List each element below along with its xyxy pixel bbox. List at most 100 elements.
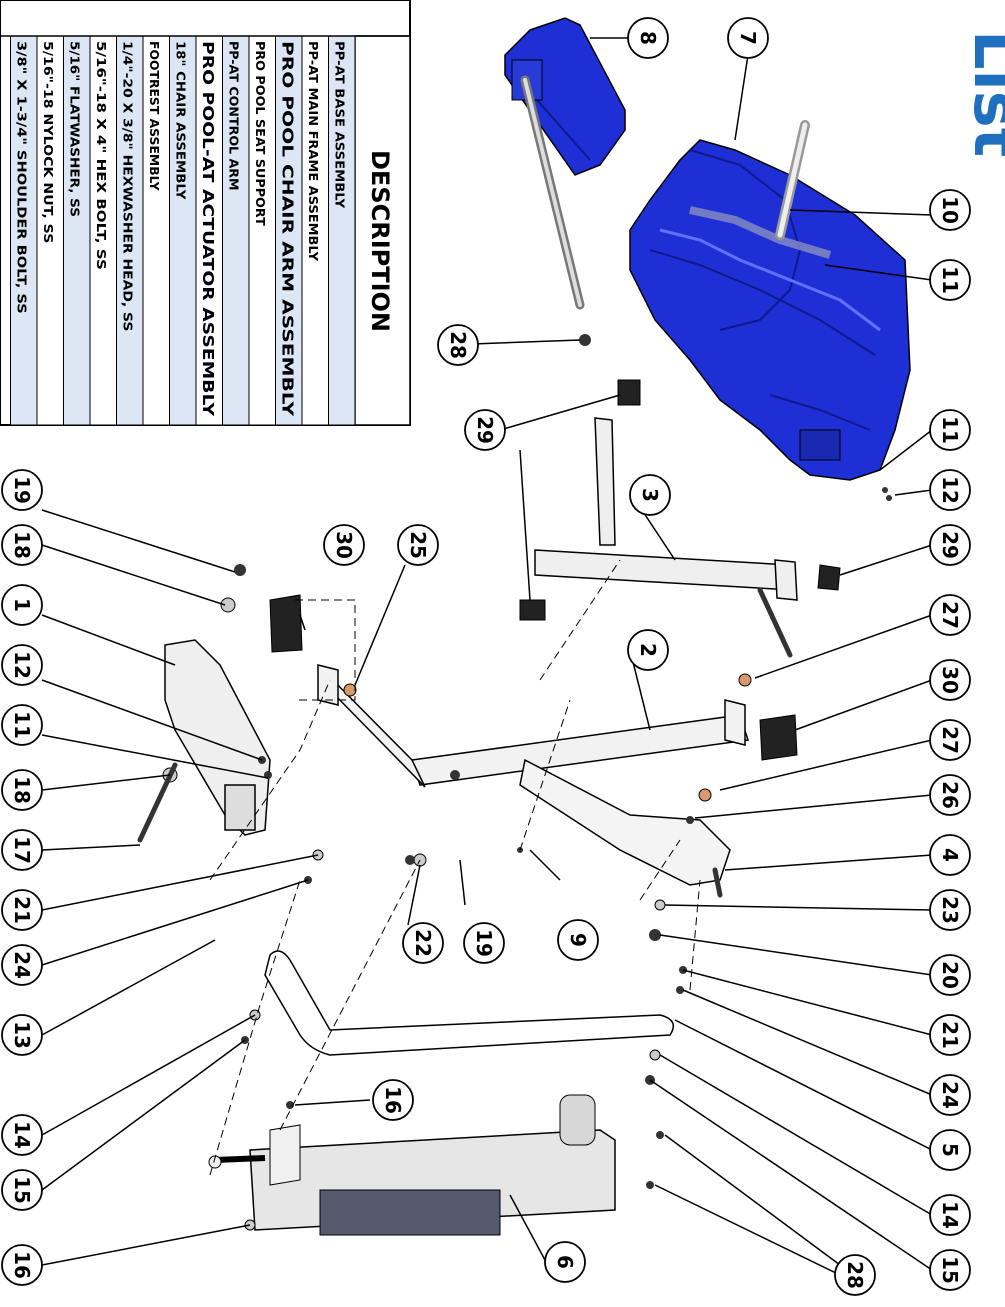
actuator-assembly (208, 1094, 616, 1236)
callout-balloon: 29 (464, 409, 506, 451)
callout-number: 19 (10, 476, 34, 504)
callout-circle (323, 524, 365, 566)
callout-balloon: 23 (929, 889, 971, 931)
callout-circle (1, 469, 43, 511)
bolts (137, 587, 793, 898)
callout-balloon: 30 (323, 524, 365, 566)
callout-circle (372, 1079, 414, 1121)
callout-number: 30 (332, 531, 356, 559)
callout-balloon: 12 (929, 469, 971, 511)
callout-number: 20 (938, 961, 962, 989)
table-rows: PP-AT BASE ASSEMBLY PP-AT MAIN FRAME ASSE… (10, 35, 356, 426)
callout-number: 14 (10, 1121, 34, 1149)
table-cell-description: 5/16"-18 NYLOCK NUT, SS (41, 41, 56, 243)
callout-number: 5 (938, 1143, 962, 1157)
callout-circle (1, 1169, 43, 1211)
callout-number: 15 (938, 1256, 962, 1284)
chair-assembly (629, 120, 911, 481)
callout-balloon: 22 (402, 922, 444, 964)
pads (269, 379, 841, 761)
callout-number: 30 (938, 666, 962, 694)
callout-circle (929, 774, 971, 816)
callout-balloon: 15 (1, 1169, 43, 1211)
callout-balloon: 1 (1, 584, 43, 626)
callout-number: 27 (938, 726, 962, 754)
callout-circle (929, 1014, 971, 1056)
table-cell-description: 5/16"-18 X 4" HEX BOLT, SS (94, 41, 109, 270)
callout-balloon: 26 (929, 774, 971, 816)
callout-circle (1, 584, 43, 626)
leader-lines (41, 37, 933, 1276)
callout-balloon: 27 (929, 719, 971, 761)
callout-balloon: 18 (1, 769, 43, 811)
callout-circle (929, 259, 971, 301)
table-row (36, 35, 64, 426)
callout-balloon: 15 (929, 1249, 971, 1291)
callout-number: 16 (10, 1251, 34, 1279)
table-cell-description: PP-AT CONTROL ARM (227, 41, 242, 191)
table-cell-description: PP-AT BASE ASSEMBLY (333, 41, 348, 209)
callout-circle (629, 474, 671, 516)
callout-circle (929, 889, 971, 931)
table-cell-description: 1/4"-20 X 3/8" HEXWASHER HEAD, SS (121, 41, 136, 331)
callout-number: 4 (938, 848, 962, 862)
callout-number: 11 (10, 711, 34, 739)
table-cell-description: PRO POOL SEAT SUPPORT (253, 41, 268, 226)
callout-circle (1, 524, 43, 566)
callout-number: 1 (10, 598, 34, 612)
callout-circle (627, 17, 669, 59)
callout-balloon: 13 (1, 1014, 43, 1056)
callout-circle (929, 594, 971, 636)
callout-circle (1, 1114, 43, 1156)
table-row (142, 35, 170, 426)
callout-balloon: 11 (929, 409, 971, 451)
callout-number: 9 (566, 933, 590, 947)
callout-balloon: 28 (834, 1254, 876, 1296)
table-row (10, 35, 38, 426)
callout-balloon: 11 (1, 704, 43, 746)
callout-balloon: 21 (1, 889, 43, 931)
callout-circle (463, 922, 505, 964)
callout-number: 11 (938, 416, 962, 444)
callout-number: 18 (10, 776, 34, 804)
callout-number: 24 (10, 951, 34, 979)
callout-circle (929, 954, 971, 996)
callout-balloon: 16 (372, 1079, 414, 1121)
callout-balloon: 2 (627, 629, 669, 671)
callout-number: 23 (938, 896, 962, 924)
callout-circle (437, 324, 479, 366)
callout-number: 24 (938, 1081, 962, 1109)
table-cell-description: PP-AT MAIN FRAME ASSEMBLY (306, 41, 321, 262)
callout-circle (834, 1254, 876, 1296)
callout-circle (1, 829, 43, 871)
callout-balloon: 6 (544, 1241, 586, 1283)
callout-balloon: 30 (929, 659, 971, 701)
callout-circle (1, 704, 43, 746)
callout-number: 12 (938, 476, 962, 504)
callout-number: 28 (843, 1261, 867, 1289)
callout-balloon: 21 (929, 1014, 971, 1056)
callout-number: 28 (446, 331, 470, 359)
callout-balloon: 28 (437, 324, 479, 366)
callout-circle (544, 1241, 586, 1283)
callout-balloon: 16 (1, 1244, 43, 1286)
table-cell-description: 18" CHAIR ASSEMBLY (174, 41, 189, 200)
callout-balloon: 19 (1, 469, 43, 511)
callout-circle (627, 629, 669, 671)
callout-number: 10 (938, 196, 962, 224)
callout-circle (929, 524, 971, 566)
callout-number: 3 (638, 488, 662, 502)
table-row (222, 35, 250, 426)
callout-balloon: 20 (929, 954, 971, 996)
callout-balloon: 14 (929, 1194, 971, 1236)
callout-circle (1, 1244, 43, 1286)
callout-balloon: 5 (929, 1129, 971, 1171)
callout-balloon: 4 (929, 834, 971, 876)
chair-arm (264, 950, 675, 1056)
callout-circle (929, 1194, 971, 1236)
callout-number: 25 (406, 531, 430, 559)
callout-circle (929, 469, 971, 511)
callout-balloon: 11 (929, 259, 971, 301)
